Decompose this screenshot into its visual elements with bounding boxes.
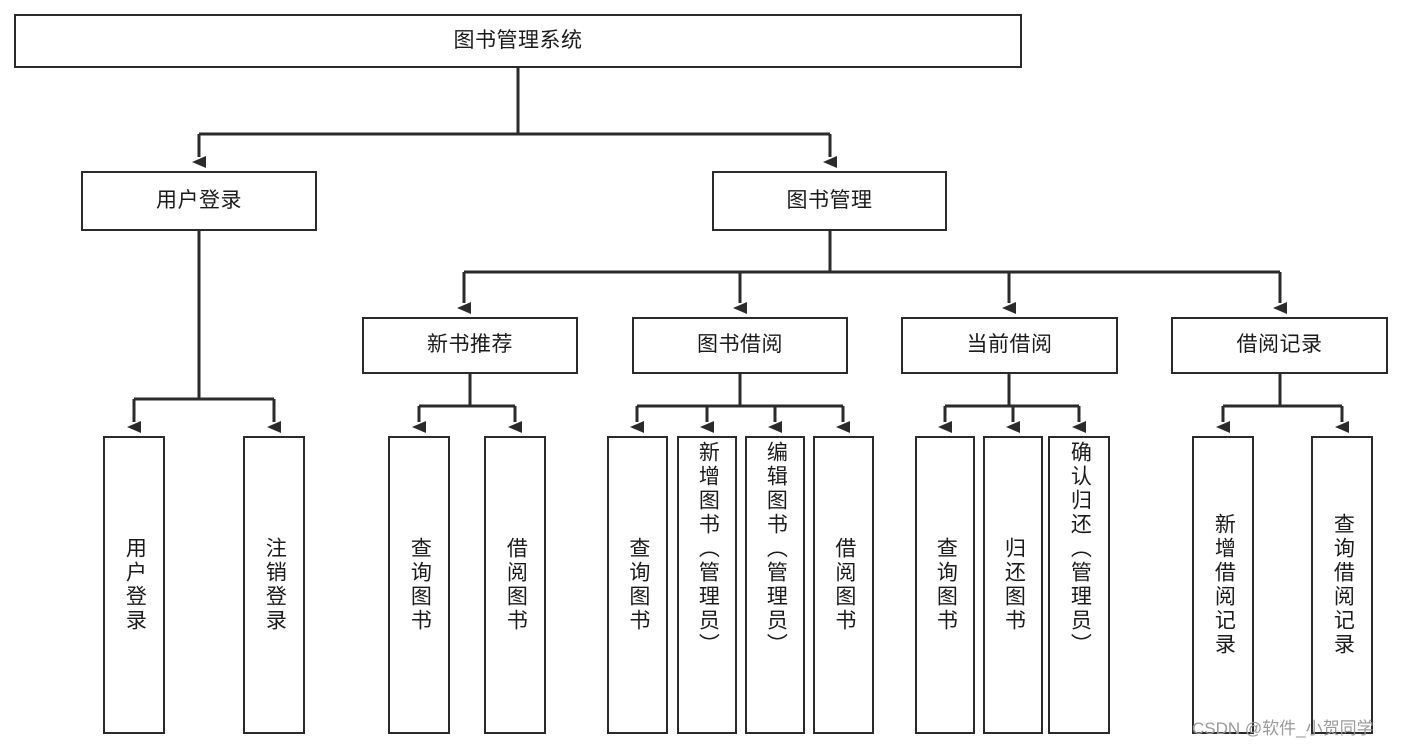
node-leaf-query-record-label: 查询借阅记录 [1331, 513, 1355, 657]
node-current-borrow[interactable]: 当前借阅 [901, 317, 1118, 374]
node-leaf-add-book-label: 新增图书（管理员） [696, 441, 720, 657]
node-leaf-add-book[interactable]: 新增图书（管理员） [677, 436, 737, 734]
node-root[interactable]: 图书管理系统 [14, 14, 1022, 68]
node-leaf-query-book-2[interactable]: 查询图书 [607, 436, 668, 734]
node-leaf-return-book-label: 归还图书 [1002, 537, 1026, 633]
node-leaf-confirm-return[interactable]: 确认归还（管理员） [1048, 436, 1110, 734]
node-borrow-record[interactable]: 借阅记录 [1171, 317, 1388, 374]
node-leaf-query-book-1-label: 查询图书 [408, 537, 432, 633]
node-book-borrow[interactable]: 图书借阅 [632, 317, 848, 374]
csdn-watermark: CSDN @软件_小贺同学 [1192, 719, 1374, 738]
node-current-borrow-label: 当前借阅 [966, 333, 1053, 357]
node-leaf-borrow-book-1-label: 借阅图书 [504, 537, 528, 633]
node-leaf-query-book-1[interactable]: 查询图书 [388, 436, 450, 734]
node-leaf-return-book[interactable]: 归还图书 [983, 436, 1043, 734]
node-book-manage-label: 图书管理 [786, 188, 873, 212]
node-leaf-query-book-3-label: 查询图书 [934, 537, 958, 633]
node-leaf-user-logout[interactable]: 注销登录 [243, 436, 305, 734]
node-leaf-edit-book-label: 编辑图书（管理员） [764, 441, 788, 657]
node-leaf-edit-book[interactable]: 编辑图书（管理员） [745, 436, 805, 734]
node-book-manage[interactable]: 图书管理 [712, 171, 947, 231]
node-book-borrow-label: 图书借阅 [697, 333, 783, 357]
node-leaf-confirm-return-label: 确认归还（管理员） [1068, 441, 1092, 657]
node-leaf-borrow-book-2[interactable]: 借阅图书 [813, 436, 874, 734]
node-leaf-query-record[interactable]: 查询借阅记录 [1311, 436, 1373, 734]
node-leaf-user-logout-label: 注销登录 [263, 537, 287, 633]
node-new-book-rec-label: 新书推荐 [427, 333, 513, 357]
node-leaf-add-record[interactable]: 新增借阅记录 [1192, 436, 1254, 734]
node-user-login-label: 用户登录 [156, 188, 242, 212]
node-root-label: 图书管理系统 [453, 28, 583, 52]
node-leaf-user-login-label: 用户登录 [123, 537, 147, 633]
node-leaf-add-record-label: 新增借阅记录 [1212, 513, 1236, 657]
node-leaf-query-book-3[interactable]: 查询图书 [915, 436, 975, 734]
node-borrow-record-label: 借阅记录 [1236, 333, 1323, 357]
node-leaf-borrow-book-1[interactable]: 借阅图书 [484, 436, 546, 734]
node-leaf-borrow-book-2-label: 借阅图书 [832, 537, 856, 633]
node-leaf-user-login[interactable]: 用户登录 [103, 436, 165, 734]
node-leaf-query-book-2-label: 查询图书 [626, 537, 650, 633]
node-new-book-rec[interactable]: 新书推荐 [362, 317, 578, 374]
node-user-login[interactable]: 用户登录 [81, 171, 317, 231]
